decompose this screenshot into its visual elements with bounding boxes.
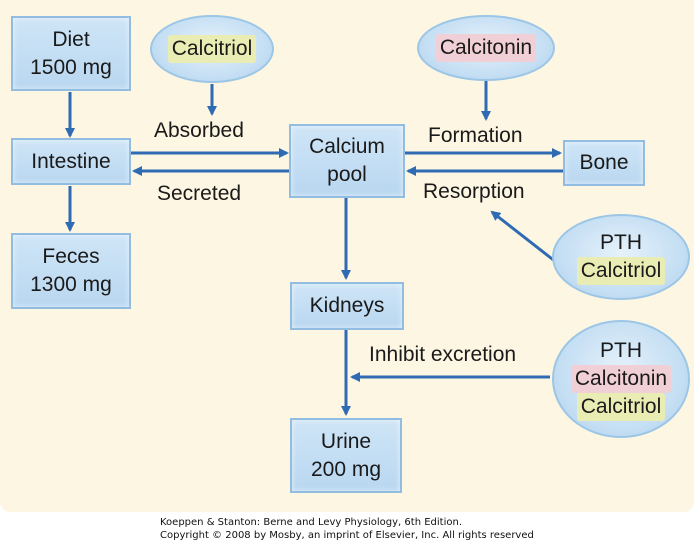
- urine-label: Urine: [320, 429, 372, 453]
- formation-label: Formation: [428, 124, 523, 147]
- calcitriol-regulator: Calcitriol: [150, 15, 274, 83]
- absorbed-label: Absorbed: [154, 119, 244, 142]
- pth-calcitriol-regulator: PTH Calcitriol: [552, 214, 690, 300]
- secreted-label: Secreted: [157, 182, 242, 205]
- copyright-footer: Koeppen & Stanton: Berne and Levy Physio…: [160, 516, 534, 542]
- calcium-pool-label-line2: pool: [327, 163, 367, 186]
- kidneys-label: Kidneys: [309, 294, 385, 317]
- bone-box: Bone: [563, 140, 645, 186]
- feces-label: Feces: [42, 245, 100, 268]
- urine-amount: 200 mg: [310, 457, 382, 481]
- intestine-label: Intestine: [31, 149, 111, 173]
- bone-label: Bone: [579, 151, 629, 174]
- intestine-box: Intestine: [11, 138, 131, 185]
- calcitriol-label: Calcitriol: [167, 35, 257, 63]
- calcium-pool-label-line1: Calcium: [309, 135, 385, 158]
- feces-box: Feces 1300 mg: [11, 233, 131, 309]
- diet-box: Diet 1500 mg: [11, 16, 131, 91]
- calcitonin-regulator: Calcitonin: [417, 15, 555, 81]
- diet-amount: 1500 mg: [30, 55, 112, 79]
- calcitriol-label: Calcitriol: [576, 393, 666, 421]
- calcitonin-label: Calcitonin: [570, 365, 672, 393]
- resorption-label: Resorption: [423, 180, 525, 203]
- urine-box: Urine 200 mg: [290, 418, 402, 493]
- citation-line: Koeppen & Stanton: Berne and Levy Physio…: [160, 517, 462, 528]
- arrow-layer: [65, 80, 563, 416]
- pth-label: PTH: [600, 339, 642, 362]
- inhibit-excretion-label: Inhibit excretion: [369, 343, 517, 366]
- feces-amount: 1300 mg: [30, 273, 112, 296]
- copyright-line: Copyright © 2008 by Mosby, an imprint of…: [160, 530, 534, 541]
- kidneys-box: Kidneys: [290, 282, 404, 330]
- calcitonin-label: Calcitonin: [435, 34, 537, 62]
- arrow-pth-to-resorption: [490, 210, 557, 264]
- calcium-pool-box: Calcium pool: [289, 124, 405, 198]
- pth-label: PTH: [600, 231, 642, 254]
- calcitriol-label: Calcitriol: [576, 257, 666, 285]
- diet-label: Diet: [52, 27, 90, 51]
- pth-calcitonin-calcitriol-regulator: PTH Calcitonin Calcitriol: [552, 320, 690, 438]
